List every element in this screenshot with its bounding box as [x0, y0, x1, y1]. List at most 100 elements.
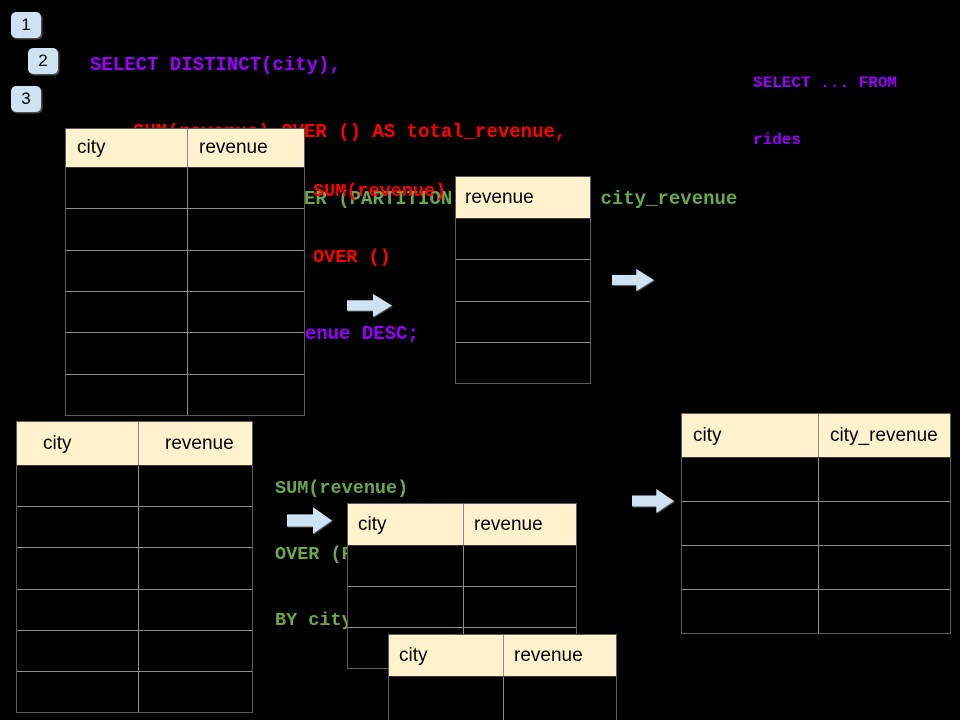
column-header: revenue: [138, 422, 252, 465]
table-cell: [456, 219, 590, 259]
table-cell: [187, 374, 304, 415]
table-header-row: city revenue: [389, 635, 616, 677]
table-row: [389, 677, 616, 720]
sql-line-select: SELECT DISTINCT(city),: [90, 53, 341, 76]
table-cell: [138, 466, 252, 507]
table-cell: [17, 548, 138, 588]
table-cell: [17, 507, 138, 547]
table-row: [17, 629, 252, 671]
table-cell: [66, 209, 187, 249]
table-city-revenue-result: city city_revenue: [681, 413, 951, 634]
column-header: revenue: [463, 504, 576, 545]
table-row: [66, 332, 304, 374]
table-cell: [138, 671, 252, 713]
table-header-row: city revenue: [66, 129, 304, 168]
table-row: [456, 300, 590, 342]
table-header-row: city revenue: [348, 504, 576, 546]
table-row: [17, 670, 252, 713]
table-row: [348, 546, 576, 586]
table-cell: [138, 548, 252, 589]
table-source-city-revenue-bottom: city revenue: [16, 421, 253, 713]
table-cell: [187, 333, 304, 374]
side-note-line1: SELECT ... FROM: [753, 74, 898, 92]
table-cell: [17, 631, 138, 671]
table-cell: [682, 546, 818, 589]
column-header: revenue: [465, 186, 534, 208]
table-cell: [348, 546, 463, 586]
table-header-row: city city_revenue: [682, 414, 950, 458]
table-header-row: revenue: [456, 177, 590, 219]
step-3-badge: 3: [11, 86, 41, 112]
table-total-revenue-result: revenue: [455, 176, 591, 384]
side-note-line2: rides: [753, 131, 802, 149]
table-cell: [463, 546, 576, 586]
table-partition-result-front: city revenue: [388, 634, 617, 720]
table-cell: [187, 168, 304, 209]
column-header: city: [358, 513, 387, 535]
arrow-to-total-icon: [347, 293, 393, 318]
table-row: [17, 506, 252, 548]
table-cell: [456, 343, 590, 383]
table-cell: [456, 260, 590, 300]
table-row: [682, 458, 950, 501]
table-body: [66, 168, 304, 415]
table-row: [682, 501, 950, 545]
step-1-badge: 1: [11, 12, 41, 38]
arrow-to-partition-icon: [287, 506, 333, 535]
select-from-rides-note: SELECT ... FROM rides: [753, 36, 897, 188]
table-cell: [187, 250, 304, 291]
table-row: [66, 373, 304, 415]
table-cell: [66, 292, 187, 332]
column-header: revenue: [503, 635, 616, 676]
table-row: [456, 259, 590, 300]
note-total-line2: OVER (): [313, 247, 391, 268]
table-row: [17, 466, 252, 507]
table-cell: [187, 291, 304, 333]
table-row: [682, 589, 950, 633]
table-cell: [682, 502, 818, 545]
table-cell: [187, 209, 304, 250]
column-header: city: [43, 432, 72, 454]
table-cell: [818, 458, 950, 501]
table-cell: [682, 458, 818, 501]
table-row: [66, 290, 304, 333]
table-cell: [818, 502, 950, 545]
arrow-to-result-icon: [632, 488, 675, 514]
table-cell: [17, 590, 138, 630]
table-source-city-revenue-top: city revenue: [65, 128, 305, 416]
table-cell: [682, 590, 818, 633]
column-header: city_revenue: [818, 414, 950, 457]
table-row: [66, 208, 304, 250]
arrow-from-total-icon: [612, 268, 655, 292]
note-partition-line1: SUM(revenue): [275, 478, 409, 499]
table-row: [66, 168, 304, 209]
table-cell: [66, 251, 187, 291]
column-header: city: [77, 137, 106, 158]
table-row: [348, 586, 576, 627]
table-row: [17, 588, 252, 630]
step-2-badge: 2: [28, 48, 58, 74]
table-body: [682, 458, 950, 633]
table-cell: [818, 546, 950, 589]
column-header: city: [399, 644, 428, 666]
table-body: [389, 677, 616, 720]
table-cell: [348, 587, 463, 627]
table-row: [456, 341, 590, 383]
table-cell: [66, 333, 187, 373]
total-revenue-annotation: SUM(revenue) OVER (): [313, 137, 446, 313]
table-body: [456, 219, 590, 383]
column-header: revenue: [187, 129, 304, 167]
column-header: city: [693, 424, 722, 446]
table-row: [66, 249, 304, 291]
note-total-line1: SUM(revenue): [313, 181, 447, 202]
table-cell: [138, 630, 252, 671]
table-row: [17, 547, 252, 589]
table-row: [682, 545, 950, 589]
table-cell: [818, 590, 950, 633]
table-cell: [503, 677, 616, 720]
table-header-row: city revenue: [17, 422, 252, 466]
table-cell: [463, 587, 576, 627]
table-cell: [138, 507, 252, 548]
table-row: [456, 219, 590, 259]
